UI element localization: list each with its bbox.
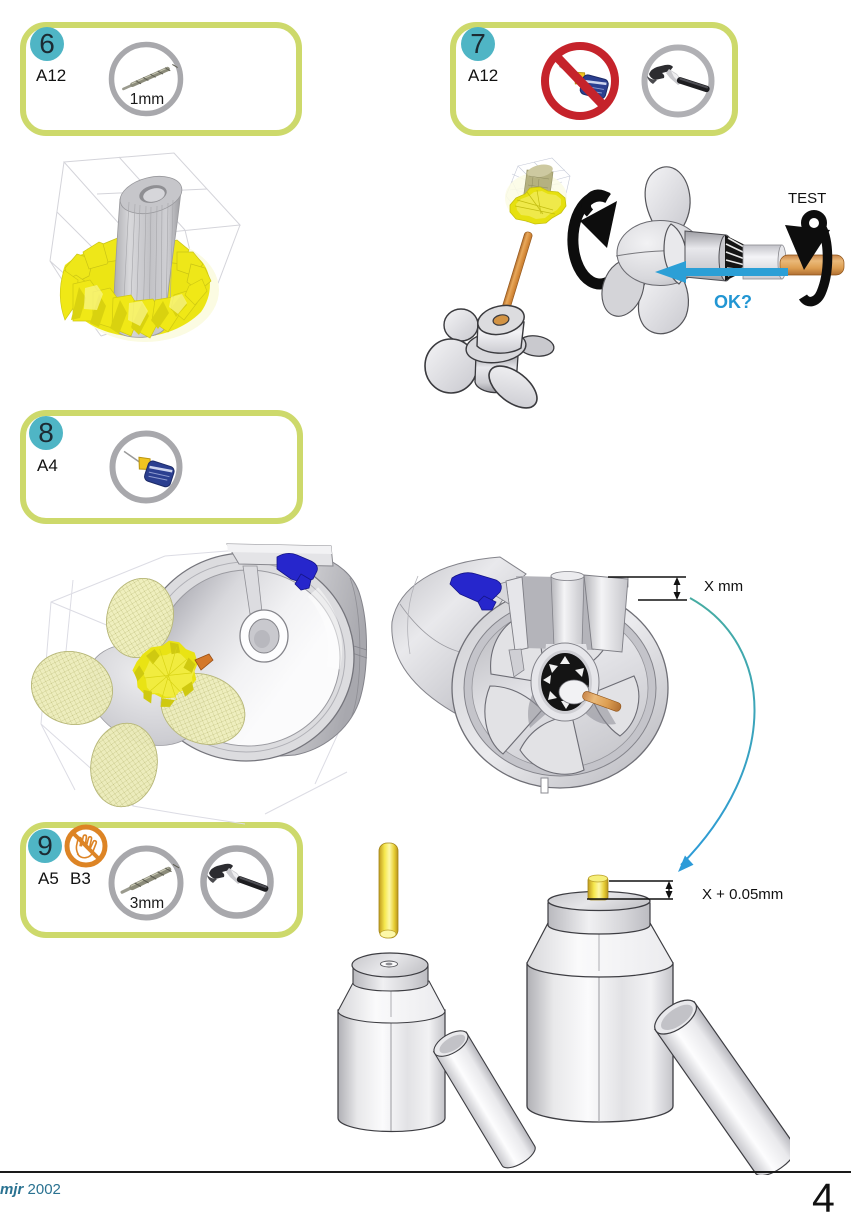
svg-text:3mm: 3mm bbox=[130, 895, 164, 912]
svg-text:1mm: 1mm bbox=[130, 91, 164, 108]
